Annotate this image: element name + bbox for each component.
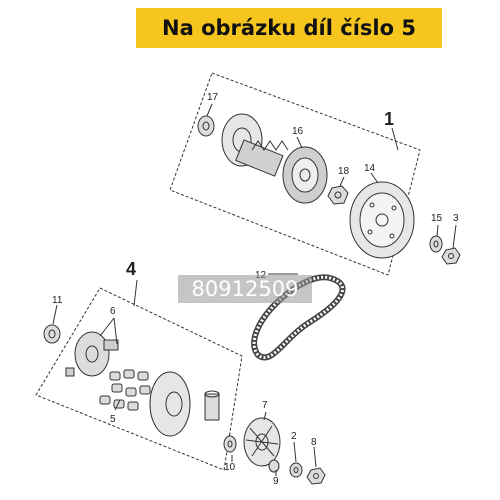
callout-18: 18 — [338, 166, 350, 177]
callout-10: 10 — [224, 462, 236, 473]
part-11-seal — [43, 324, 61, 344]
part-15-washer — [429, 235, 443, 253]
part-10-washer — [223, 435, 237, 453]
callout-8: 8 — [311, 437, 317, 448]
callout-4: 4 — [126, 259, 136, 279]
callout-9: 9 — [273, 476, 279, 487]
group-frame-variator — [35, 287, 243, 471]
callout-7: 7 — [262, 400, 268, 411]
leader-lines — [52, 103, 457, 476]
callout-2: 2 — [291, 431, 297, 442]
part-9-washer — [268, 459, 280, 473]
part-code-watermark: 80912509 — [178, 275, 312, 303]
part-6-variator-pulley — [65, 331, 119, 377]
callout-6: 6 — [110, 306, 116, 317]
part-3-nut — [441, 247, 461, 265]
part-2-washer — [289, 462, 303, 478]
callout-1: 1 — [384, 109, 394, 129]
part-sleeve — [204, 390, 220, 421]
part-17-bearing — [197, 115, 215, 137]
variator-face — [149, 371, 191, 437]
banner-title: Na obrázku díl číslo 5 — [162, 16, 416, 40]
part-7-fan-drive-face — [243, 417, 281, 467]
callout-17: 17 — [207, 92, 219, 103]
part-8-nut — [306, 467, 326, 485]
callout-11: 11 — [52, 295, 63, 306]
part-5-rollers — [99, 369, 151, 411]
callout-15: 15 — [431, 213, 443, 224]
callout-3: 3 — [453, 213, 459, 224]
callout-5: 5 — [110, 414, 116, 425]
part-18-nut — [327, 185, 349, 205]
part-number-banner: Na obrázku díl číslo 5 — [136, 8, 442, 48]
group-frame-clutch — [169, 72, 421, 276]
part-16-clutch-assembly — [221, 113, 328, 204]
callout-16: 16 — [292, 126, 304, 137]
callout-14: 14 — [364, 163, 376, 174]
part-14-clutch-bell — [349, 181, 415, 259]
part-12-drive-belt — [251, 274, 346, 361]
